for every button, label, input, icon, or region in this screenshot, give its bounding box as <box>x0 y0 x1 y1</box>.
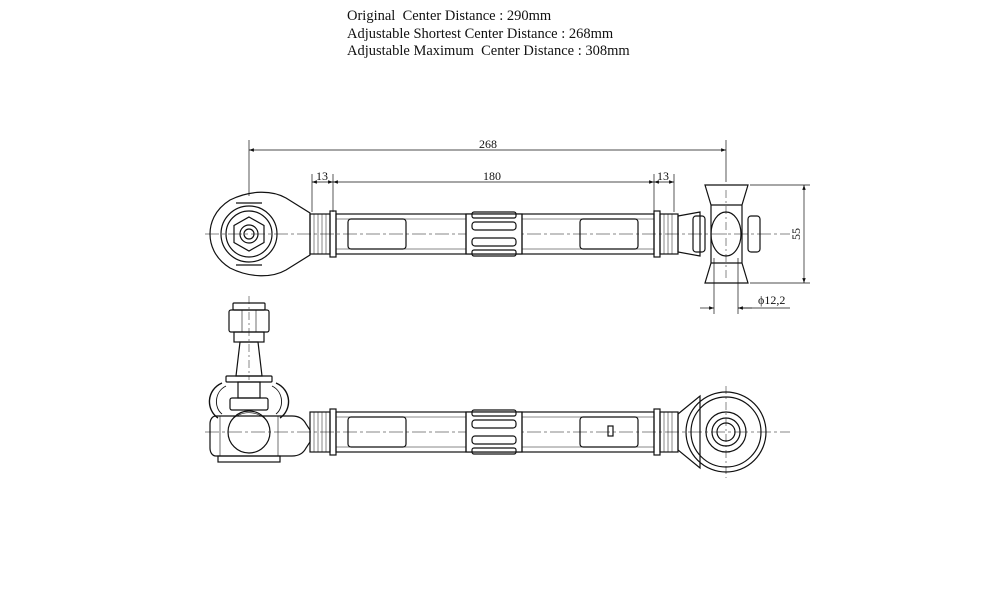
ball-stud-side <box>208 296 290 419</box>
dim-diameter-12-2: ϕ12,2 <box>758 293 785 307</box>
spec-maximum-center-distance: Adjustable Maximum Center Distance : 308… <box>347 43 630 59</box>
dim-height-55: 55 <box>789 228 803 240</box>
spec-original-center-distance: Original Center Distance : 290mm <box>347 8 552 24</box>
right-bushing-eye-side <box>677 386 767 478</box>
top-view-dimensions <box>248 140 810 314</box>
dim-overall-268: 268 <box>479 137 497 151</box>
top-view <box>205 184 790 284</box>
spec-text-block: Original Center Distance : 290mm Adjusta… <box>347 8 630 61</box>
dim-left-thread-13: 13 <box>316 169 328 183</box>
left-rod-end-side <box>209 410 311 463</box>
dim-right-thread-13: 13 <box>657 169 669 183</box>
right-bushing-end-top <box>677 184 761 284</box>
left-rod-end-top <box>209 191 311 277</box>
right-thread-top <box>653 210 679 258</box>
spec-shortest-center-distance: Adjustable Shortest Center Distance : 26… <box>347 25 614 42</box>
side-view <box>205 296 790 478</box>
dim-body-180: 180 <box>483 169 501 183</box>
